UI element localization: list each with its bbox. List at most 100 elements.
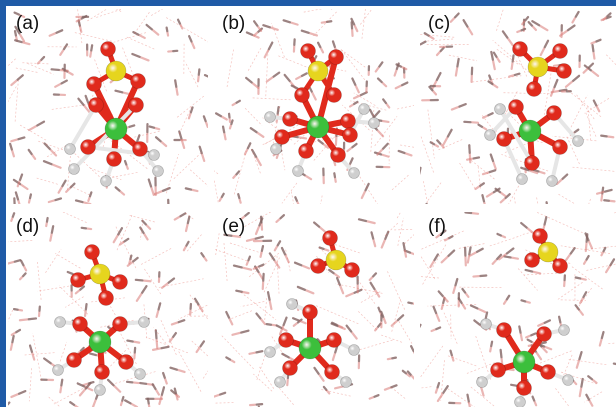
oxygen-atom — [112, 274, 128, 290]
hydrogen-atom — [480, 318, 492, 330]
hydrogen-atom — [64, 143, 76, 155]
oxygen-atom — [80, 139, 96, 155]
molecule-snapshot — [8, 9, 208, 204]
sulfur-atom — [527, 56, 549, 78]
oxygen-atom — [552, 139, 568, 155]
panel-label-b: (b) — [222, 13, 246, 34]
hydrogen-atom — [134, 368, 146, 380]
molecule-snapshot — [8, 212, 208, 407]
hydrogen-atom — [100, 175, 112, 187]
oxygen-atom — [532, 228, 548, 244]
oxygen-atom — [340, 113, 356, 129]
molecule-snapshot — [214, 212, 414, 407]
oxygen-atom — [282, 360, 298, 376]
hydrogen-atom — [358, 103, 370, 115]
hydrogen-atom — [572, 135, 584, 147]
oxygen-atom — [526, 81, 542, 97]
panel-e: (e) — [214, 212, 414, 407]
oxygen-atom — [322, 230, 338, 246]
hydrogen-atom — [484, 129, 496, 141]
oxygen-atom — [536, 326, 552, 342]
hydrogen-atom — [368, 117, 380, 129]
hydrogen-atom — [514, 396, 526, 407]
hydrogen-atom — [274, 376, 286, 388]
hydrogen-atom — [292, 165, 304, 177]
oxygen-atom — [278, 332, 294, 348]
oxygen-atom — [540, 364, 556, 380]
oxygen-atom — [552, 258, 568, 274]
oxygen-atom — [294, 87, 310, 103]
oxygen-atom — [324, 364, 340, 380]
oxygen-atom — [132, 141, 148, 157]
sulfur-atom — [325, 249, 347, 271]
panel-label-f: (f) — [428, 216, 446, 237]
oxygen-atom — [84, 244, 100, 260]
magnesium-atom — [88, 330, 112, 354]
oxygen-atom — [118, 354, 134, 370]
oxygen-atom — [328, 49, 344, 65]
oxygen-atom — [496, 322, 512, 338]
panel-b: (b) — [214, 9, 414, 204]
hydrogen-atom — [264, 111, 276, 123]
oxygen-atom — [326, 87, 342, 103]
oxygen-atom — [552, 43, 568, 59]
molecule-snapshot — [420, 9, 616, 204]
oxygen-atom — [310, 258, 326, 274]
oxygen-atom — [66, 352, 82, 368]
hydrogen-atom — [562, 374, 574, 386]
hydrogen-atom — [348, 167, 360, 179]
magnesium-atom — [306, 115, 330, 139]
oxygen-atom — [496, 131, 512, 147]
oxygen-atom — [72, 316, 88, 332]
oxygen-atom — [300, 43, 316, 59]
hydrogen-atom — [94, 384, 106, 396]
oxygen-atom — [106, 151, 122, 167]
oxygen-atom — [128, 97, 144, 113]
sulfur-atom — [537, 241, 559, 263]
hydrogen-atom — [546, 175, 558, 187]
oxygen-atom — [112, 316, 128, 332]
panel-label-e: (e) — [222, 216, 246, 237]
panel-label-a: (a) — [16, 13, 40, 34]
oxygen-atom — [70, 272, 86, 288]
hydrogen-atom — [558, 324, 570, 336]
oxygen-atom — [342, 127, 358, 143]
oxygen-atom — [298, 143, 314, 159]
oxygen-atom — [100, 41, 116, 57]
molecule-snapshot — [420, 212, 616, 407]
oxygen-atom — [130, 73, 146, 89]
hydrogen-atom — [286, 298, 298, 310]
oxygen-atom — [546, 105, 562, 121]
oxygen-atom — [98, 290, 114, 306]
oxygen-atom — [512, 41, 528, 57]
sulfur-atom — [105, 60, 127, 82]
hydrogen-atom — [68, 163, 80, 175]
panel-label-c: (c) — [428, 13, 451, 34]
hydrogen-atom — [516, 173, 528, 185]
sulfur-atom — [89, 263, 111, 285]
molecule-snapshot — [214, 9, 414, 204]
figure-top-rule — [0, 0, 616, 6]
panel-f: (f) — [420, 212, 616, 407]
panel-c: (c) — [420, 9, 616, 204]
magnesium-atom — [518, 119, 542, 143]
oxygen-atom — [556, 63, 572, 79]
magnesium-atom — [298, 336, 322, 360]
hydrogen-atom — [264, 346, 276, 358]
oxygen-atom — [302, 304, 318, 320]
hydrogen-atom — [54, 316, 66, 328]
hydrogen-atom — [476, 376, 488, 388]
oxygen-atom — [516, 380, 532, 396]
oxygen-atom — [88, 97, 104, 113]
oxygen-atom — [330, 147, 346, 163]
oxygen-atom — [274, 129, 290, 145]
oxygen-atom — [326, 332, 342, 348]
hydrogen-atom — [348, 344, 360, 356]
oxygen-atom — [508, 99, 524, 115]
hydrogen-atom — [494, 103, 506, 115]
oxygen-atom — [282, 111, 298, 127]
oxygen-atom — [94, 364, 110, 380]
oxygen-atom — [524, 252, 540, 268]
hydrogen-atom — [270, 143, 282, 155]
hydrogen-atom — [340, 376, 352, 388]
